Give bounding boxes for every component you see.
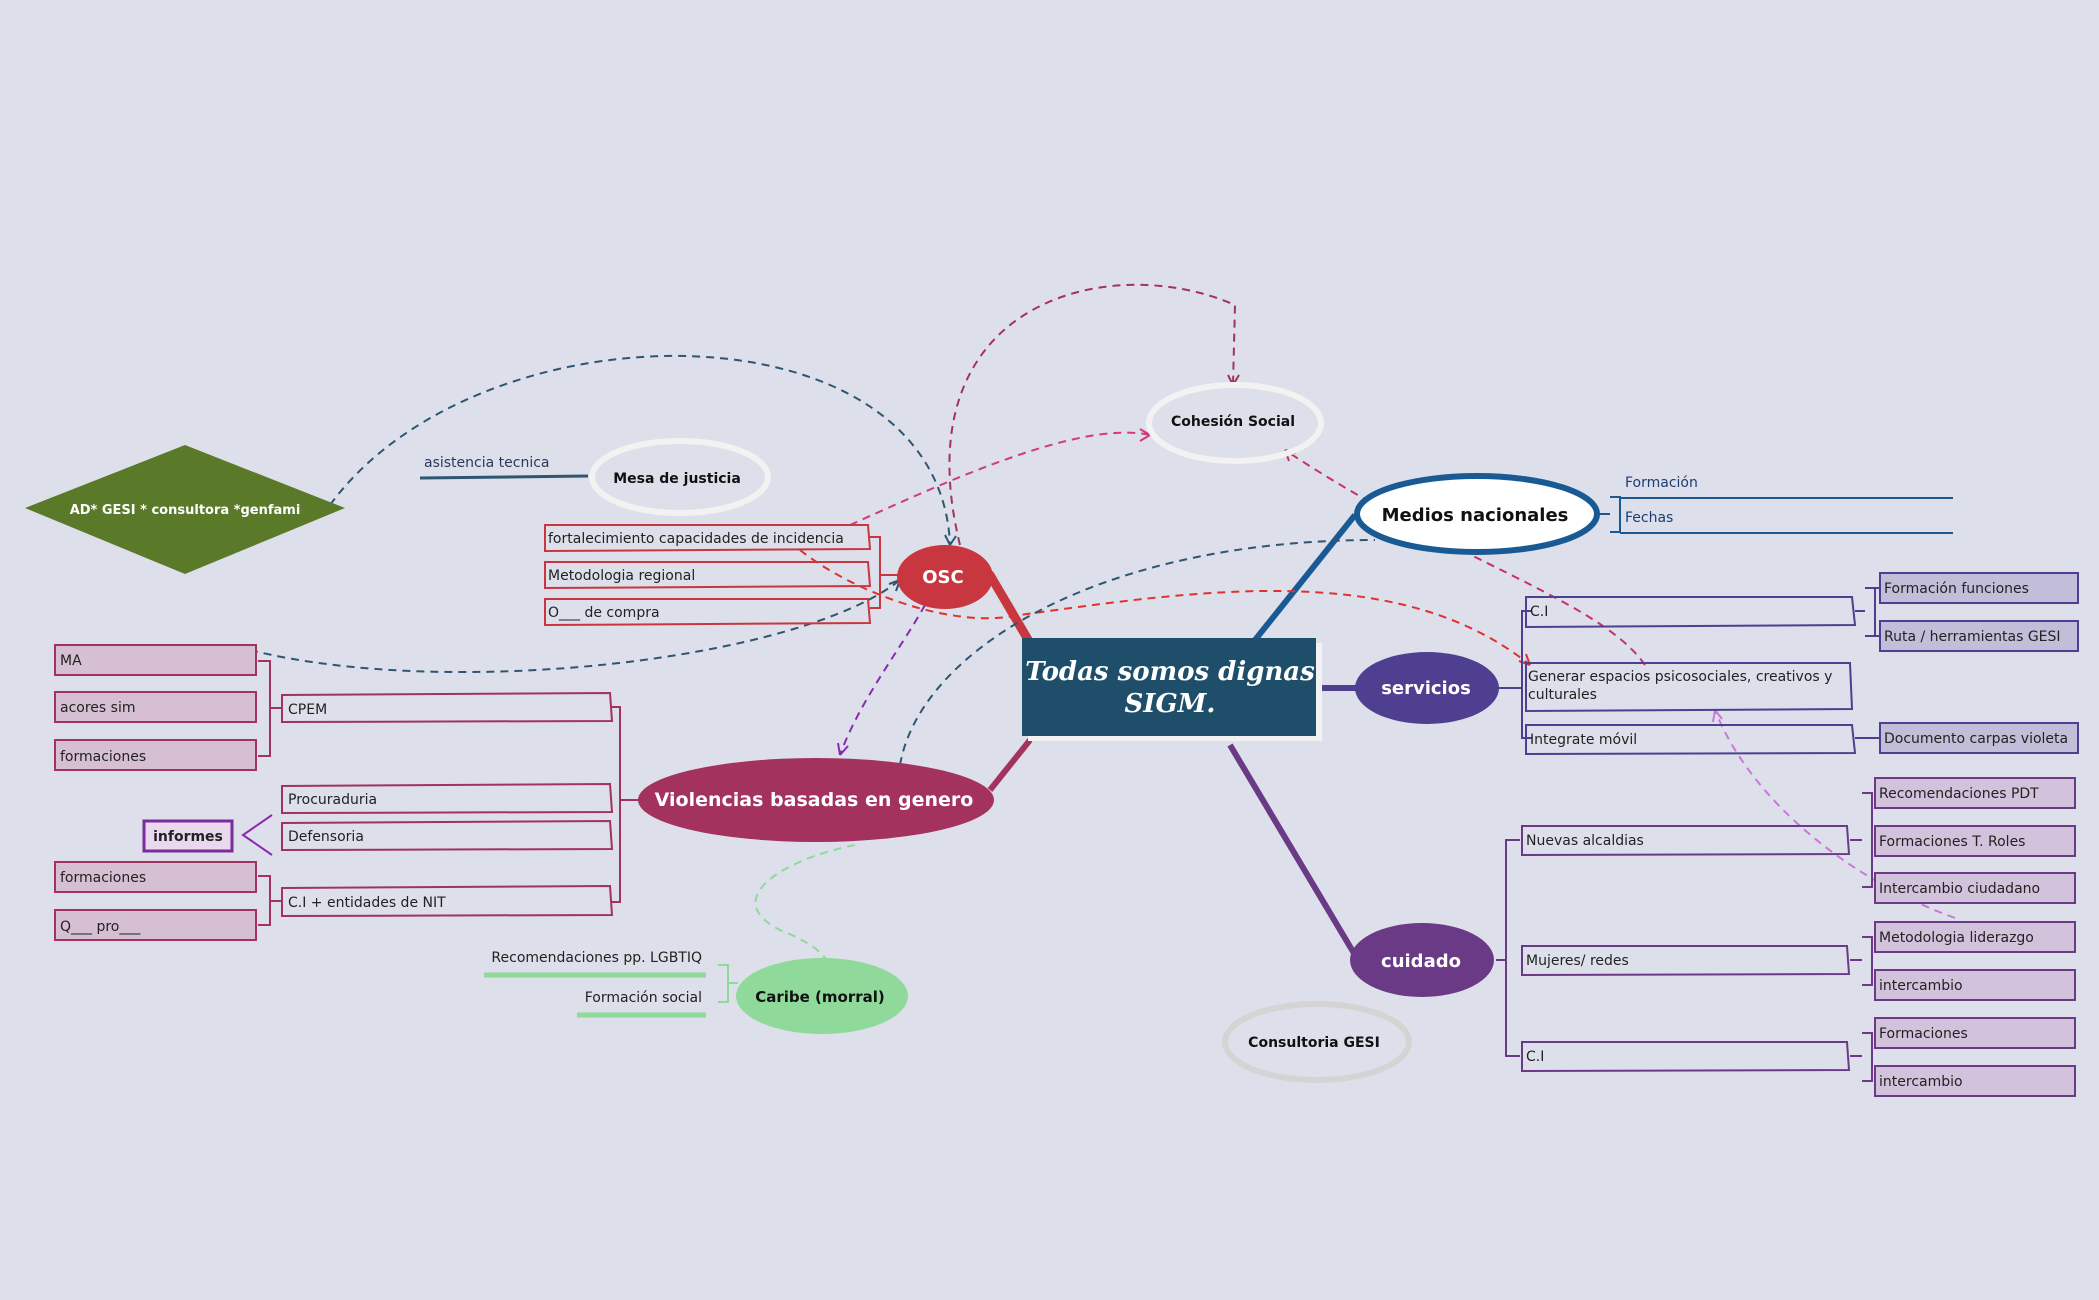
caribe-label: Caribe (morral) bbox=[755, 988, 885, 1006]
integrate-child-label: Documento carpas violeta bbox=[1884, 731, 2068, 747]
relation-lines bbox=[249, 283, 1956, 966]
osc-item-label: fortalecimiento capacidades de incidenci… bbox=[548, 531, 844, 547]
osc-branch: fortalecimiento capacidades de incidenci… bbox=[544, 524, 993, 627]
informes-box[interactable]: informes bbox=[142, 819, 234, 853]
root-title-line2: SIGM. bbox=[1125, 689, 1216, 719]
medios-label: Medios nacionales bbox=[1382, 505, 1569, 526]
medios-item-label: Formación bbox=[1625, 475, 1698, 491]
osc-node[interactable]: OSC bbox=[897, 545, 993, 609]
cpem-child[interactable]: formaciones bbox=[54, 739, 257, 771]
espacios-label: Generar espacios psicosociales, creativo… bbox=[1528, 669, 1833, 703]
ci-nit-child[interactable]: formaciones bbox=[54, 861, 257, 893]
osc-label: OSC bbox=[922, 567, 963, 588]
violencias-label: Violencias basadas en genero bbox=[655, 789, 974, 811]
asistencia-label: asistencia tecnica bbox=[424, 455, 550, 471]
nuevas-child-label: Recomendaciones PDT bbox=[1879, 786, 2039, 802]
cpem-child[interactable]: MA bbox=[54, 644, 257, 676]
servicios-integrate-child[interactable]: Documento carpas violeta bbox=[1879, 722, 2079, 754]
osc-item-label: Metodologia regional bbox=[548, 568, 695, 584]
consultoria-gesi-node[interactable]: Consultoria GESI bbox=[1222, 1001, 1412, 1083]
servicios-ci-child-label: Ruta / herramientas GESI bbox=[1884, 629, 2061, 645]
medios-node[interactable]: Medios nacionales bbox=[1354, 473, 1600, 555]
caribe-branch: Recomendaciones pp. LGBTIQ Formación soc… bbox=[484, 950, 908, 1034]
servicios-ci-child-label: Formación funciones bbox=[1884, 581, 2029, 597]
violencias-cpem[interactable]: CPEM bbox=[281, 691, 614, 724]
caribe-item[interactable]: Formación social bbox=[577, 990, 706, 1018]
cuidado-ci-child-label: intercambio bbox=[1879, 1074, 1963, 1090]
cuidado-branch: Nuevas alcaldias Mujeres/ redes C.I Reco… bbox=[1350, 777, 2076, 1097]
integrate-label: Integrate móvil bbox=[1530, 732, 1637, 748]
nuevas-label: Nuevas alcaldias bbox=[1526, 833, 1644, 849]
nuevas-child-label: Formaciones T. Roles bbox=[1879, 834, 2025, 850]
osc-item-label: O___ de compra bbox=[548, 605, 660, 621]
defensoria-label: Defensoria bbox=[288, 829, 364, 845]
cuidado-ci-child[interactable]: intercambio bbox=[1874, 1065, 2076, 1097]
cpem-child-label: formaciones bbox=[60, 749, 146, 765]
nuevas-child[interactable]: Recomendaciones PDT bbox=[1874, 777, 2076, 809]
cpem-label: CPEM bbox=[288, 702, 327, 718]
caribe-item[interactable]: Recomendaciones pp. LGBTIQ bbox=[484, 950, 706, 978]
osc-item[interactable]: Metodologia regional bbox=[544, 561, 872, 590]
cuidado-ci-child[interactable]: Formaciones bbox=[1874, 1017, 2076, 1049]
mujeres-child[interactable]: intercambio bbox=[1874, 969, 2076, 1001]
ci-nit-child-label: formaciones bbox=[60, 870, 146, 886]
violencias-ci-nit[interactable]: C.I + entidades de NIT bbox=[281, 884, 614, 918]
cohesion-social-label: Cohesión Social bbox=[1171, 414, 1295, 430]
nuevas-child[interactable]: Intercambio ciudadano bbox=[1874, 872, 2076, 904]
mujeres-child-label: Metodologia liderazgo bbox=[1879, 930, 2034, 946]
mesa-justicia-node[interactable]: Mesa de justicia bbox=[589, 438, 771, 516]
procuraduria-label: Procuraduria bbox=[288, 792, 377, 808]
cuidado-ci[interactable]: C.I bbox=[1521, 1041, 1851, 1073]
violencias-procuraduria[interactable]: Procuraduria bbox=[281, 782, 614, 815]
osc-item[interactable]: O___ de compra bbox=[544, 598, 872, 627]
servicios-integrate[interactable]: Integrate móvil bbox=[1525, 724, 1857, 756]
caribe-item-label: Formación social bbox=[585, 990, 702, 1006]
asistencia-tecnica[interactable]: asistencia tecnica bbox=[419, 455, 589, 480]
cuidado-mujeres[interactable]: Mujeres/ redes bbox=[1521, 945, 1851, 977]
ci-nit-label: C.I + entidades de NIT bbox=[288, 895, 446, 911]
ad-gesi-label: AD* GESI * consultora *genfami bbox=[70, 503, 301, 518]
medios-item[interactable]: Formación bbox=[1620, 475, 1953, 499]
informes-label: informes bbox=[153, 829, 223, 845]
cpem-child-label: MA bbox=[60, 653, 82, 669]
nuevas-child-label: Intercambio ciudadano bbox=[1879, 881, 2040, 897]
medios-item-label: Fechas bbox=[1625, 510, 1673, 526]
ci-nit-child-label: Q___ pro___ bbox=[60, 919, 141, 935]
osc-item[interactable]: fortalecimiento capacidades de incidenci… bbox=[544, 524, 872, 553]
caribe-item-label: Recomendaciones pp. LGBTIQ bbox=[491, 950, 702, 966]
servicios-espacios[interactable]: Generar espacios psicosociales, creativo… bbox=[1525, 662, 1854, 713]
servicios-ci-child[interactable]: Ruta / herramientas GESI bbox=[1879, 620, 2079, 652]
medios-branch: Formación Fechas Medios nacionales bbox=[1354, 473, 1953, 555]
consultoria-gesi-label: Consultoria GESI bbox=[1248, 1035, 1380, 1051]
servicios-ci-child[interactable]: Formación funciones bbox=[1879, 572, 2079, 604]
nuevas-child[interactable]: Formaciones T. Roles bbox=[1874, 825, 2076, 857]
violencias-branch: CPEM Procuraduria Defensoria C.I + entid… bbox=[54, 644, 994, 941]
servicios-node[interactable]: servicios bbox=[1355, 652, 1499, 724]
ci-nit-child[interactable]: Q___ pro___ bbox=[54, 909, 257, 941]
cuidado-node[interactable]: cuidado bbox=[1350, 923, 1494, 997]
mujeres-child-label: intercambio bbox=[1879, 978, 1963, 994]
servicios-branch: C.I Generar espacios psicosociales, crea… bbox=[1355, 572, 2079, 756]
cohesion-social-node[interactable]: Cohesión Social bbox=[1146, 382, 1324, 464]
violencias-node[interactable]: Violencias basadas en genero bbox=[638, 758, 994, 842]
servicios-label: servicios bbox=[1381, 678, 1471, 699]
cuidado-ci-child-label: Formaciones bbox=[1879, 1026, 1968, 1042]
mujeres-label: Mujeres/ redes bbox=[1526, 953, 1629, 969]
cuidado-nuevas[interactable]: Nuevas alcaldias bbox=[1521, 825, 1851, 857]
root-node[interactable]: Todas somos dignas SIGM. bbox=[1022, 638, 1322, 741]
mujeres-child[interactable]: Metodologia liderazgo bbox=[1874, 921, 2076, 953]
cuidado-ci-label: C.I bbox=[1526, 1049, 1544, 1065]
cpem-child[interactable]: acores sim bbox=[54, 691, 257, 723]
cpem-child-label: acores sim bbox=[60, 700, 135, 716]
violencias-defensoria[interactable]: Defensoria bbox=[281, 819, 614, 852]
mesa-justicia-label: Mesa de justicia bbox=[613, 471, 741, 487]
cuidado-label: cuidado bbox=[1381, 951, 1461, 972]
caribe-node[interactable]: Caribe (morral) bbox=[736, 958, 908, 1034]
servicios-ci[interactable]: C.I bbox=[1525, 596, 1857, 629]
medios-item[interactable]: Fechas bbox=[1620, 510, 1953, 534]
ad-gesi-node[interactable]: AD* GESI * consultora *genfami bbox=[25, 445, 345, 574]
root-title-line1: Todas somos dignas bbox=[1025, 657, 1315, 687]
servicios-ci-label: C.I bbox=[1530, 604, 1548, 620]
